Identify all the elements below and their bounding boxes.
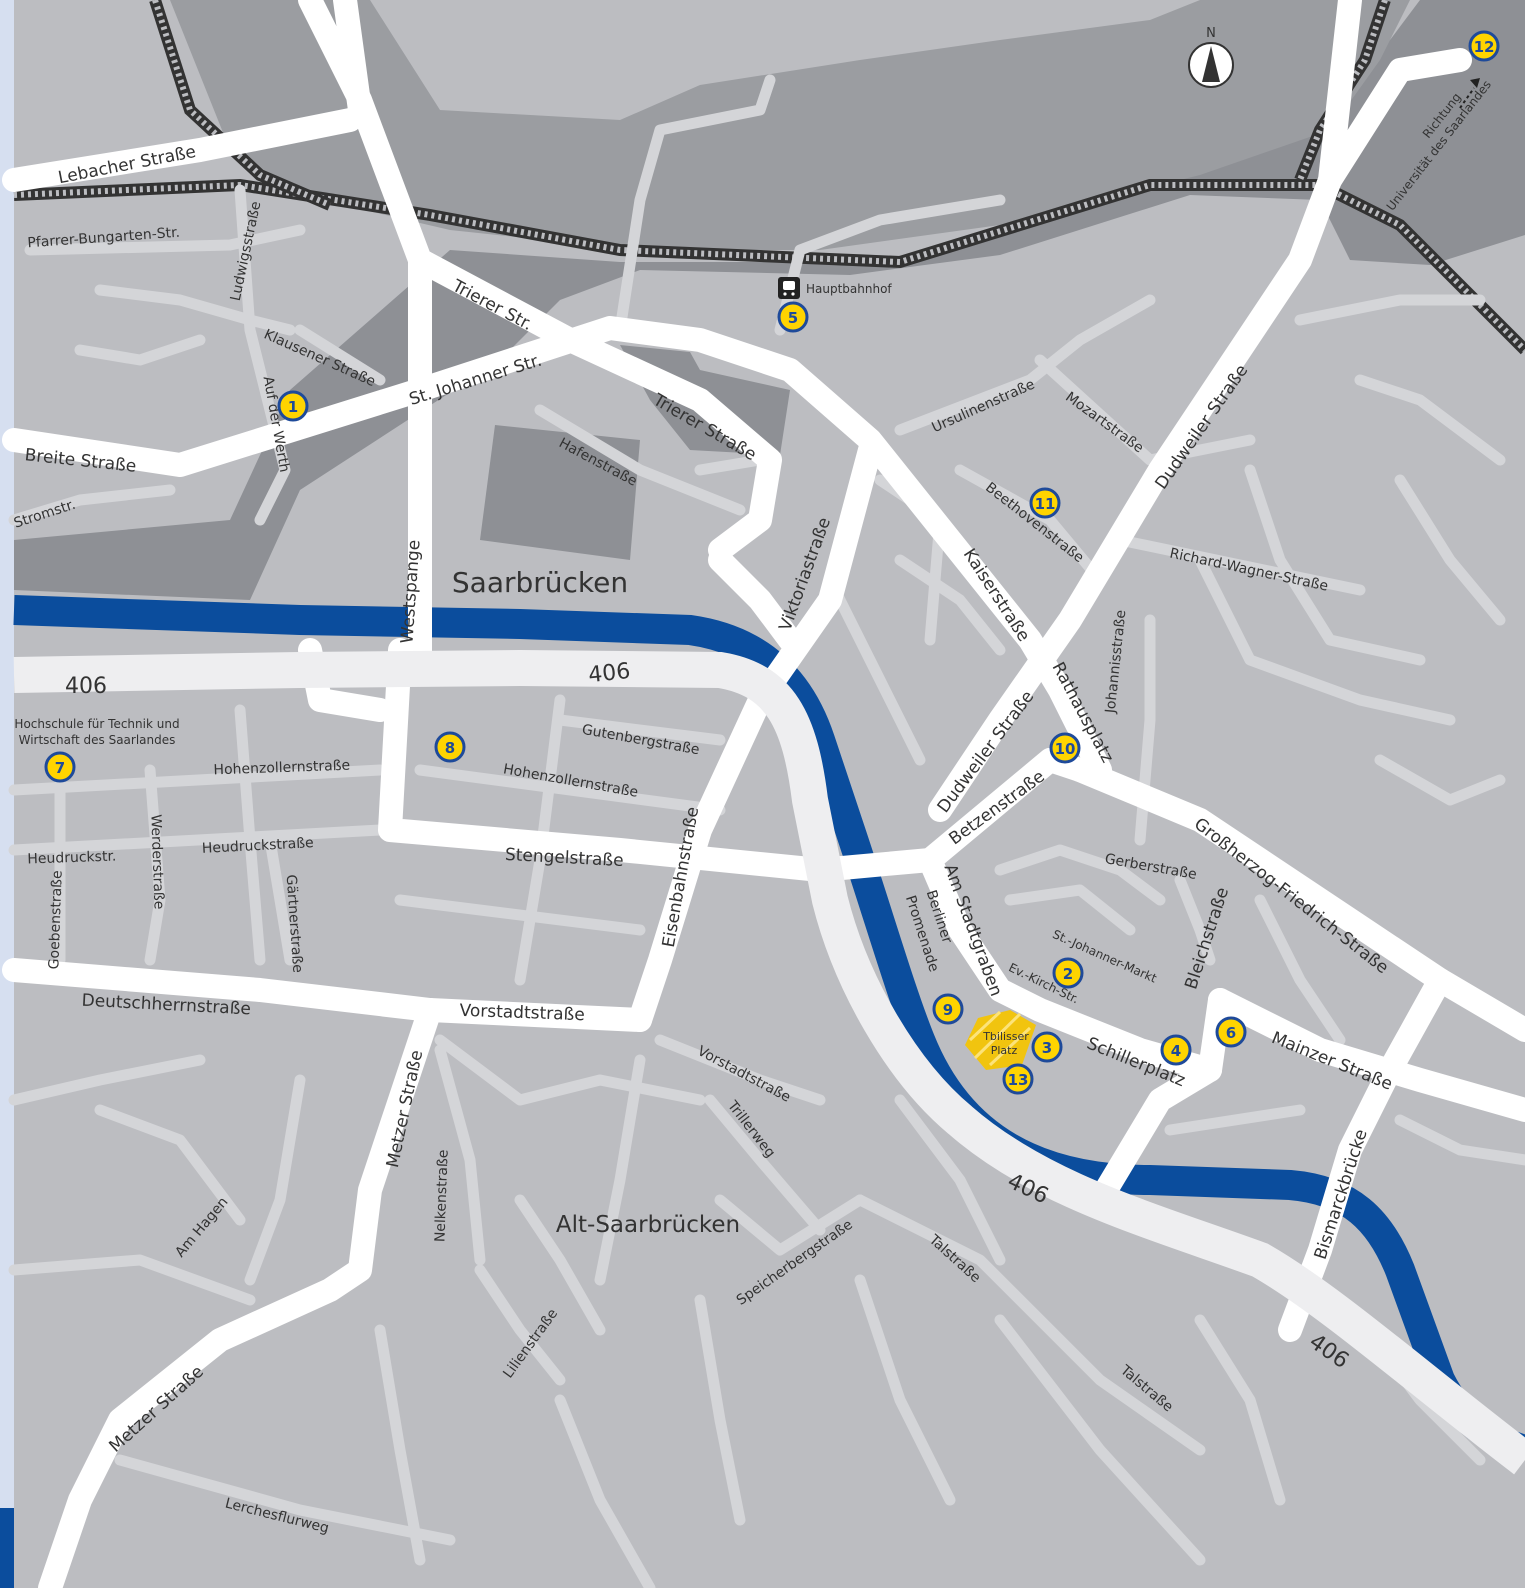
svg-text:5: 5: [788, 309, 798, 327]
page-edge-accent: [0, 1508, 14, 1588]
svg-text:13: 13: [1008, 1071, 1029, 1089]
street-goeben: Goebenstraße: [46, 870, 65, 969]
svg-text:6: 6: [1226, 1024, 1236, 1042]
compass-letter: N: [1206, 26, 1216, 41]
tbilisser-platz-area: [965, 1010, 1036, 1070]
svg-text:3: 3: [1042, 1039, 1052, 1057]
route-406-label-west: 406: [65, 674, 107, 699]
tbilisser-label-line2: Platz: [991, 1044, 1018, 1057]
route-406-label-center: 406: [587, 659, 631, 688]
marker-4[interactable]: 4: [1160, 1034, 1192, 1066]
marker-1[interactable]: 1: [277, 390, 309, 422]
svg-text:7: 7: [55, 759, 65, 777]
station-hauptbahnhof[interactable]: Hauptbahnhof: [778, 277, 892, 299]
page-edge: [0, 0, 14, 1588]
route-406: [13, 649, 1525, 1475]
arrow-icon: [1459, 87, 1475, 109]
svg-text:11: 11: [1035, 495, 1056, 513]
svg-text:2: 2: [1063, 965, 1073, 983]
location-markers: 1 2 3 4 5 6 7 8 9 10 11 12 13: [44, 30, 1500, 1095]
street-gaertner: Gärtnerstraße: [283, 874, 306, 973]
university-label-line2: Wirtschaft des Saarlandes: [19, 733, 176, 747]
minor-streets: [8, 74, 1525, 1588]
svg-text:10: 10: [1055, 740, 1076, 758]
street-hohenzollern-w: Hohenzollernstraße: [213, 758, 350, 779]
marker-13[interactable]: 13: [1002, 1063, 1034, 1095]
station-label: Hauptbahnhof: [806, 282, 892, 296]
street-heudruck-w: Heudruckstr.: [27, 848, 117, 867]
marker-8[interactable]: 8: [434, 731, 466, 763]
university-label-line1: Hochschule für Technik und: [14, 717, 179, 731]
marker-6[interactable]: 6: [1215, 1016, 1247, 1048]
svg-text:12: 12: [1474, 38, 1495, 56]
marker-3[interactable]: 3: [1031, 1031, 1063, 1063]
street-heudruck-e: Heudruckstraße: [202, 835, 315, 857]
marker-11[interactable]: 11: [1029, 487, 1061, 519]
street-nelken: Nelkenstraße: [432, 1149, 451, 1242]
marker-7[interactable]: 7: [44, 751, 76, 783]
street-vorstadt-w: Vorstadtstraße: [459, 1001, 585, 1025]
compass: N: [1188, 26, 1234, 88]
north-dark-area: [170, 0, 1525, 250]
svg-text:1: 1: [288, 398, 298, 416]
marker-5[interactable]: 5: [777, 301, 809, 333]
block-hafen: [480, 425, 640, 560]
svg-text:4: 4: [1171, 1042, 1181, 1060]
north-arrow-icon: [1202, 46, 1220, 82]
district-saarbruecken: Saarbrücken: [452, 566, 628, 599]
svg-text:9: 9: [943, 1001, 953, 1019]
svg-text:8: 8: [445, 739, 455, 757]
street-werder: Werderstraße: [147, 814, 166, 909]
marker-10[interactable]: 10: [1049, 732, 1081, 764]
district-alt-saarbruecken: Alt-Saarbrücken: [556, 1212, 740, 1238]
tbilisser-label-line1: Tbilisser: [982, 1030, 1029, 1043]
marker-12[interactable]: 12: [1468, 30, 1500, 62]
tbilisser-platz-hatch: [968, 1010, 1032, 1067]
marker-9[interactable]: 9: [932, 993, 964, 1025]
marker-2[interactable]: 2: [1052, 957, 1084, 989]
